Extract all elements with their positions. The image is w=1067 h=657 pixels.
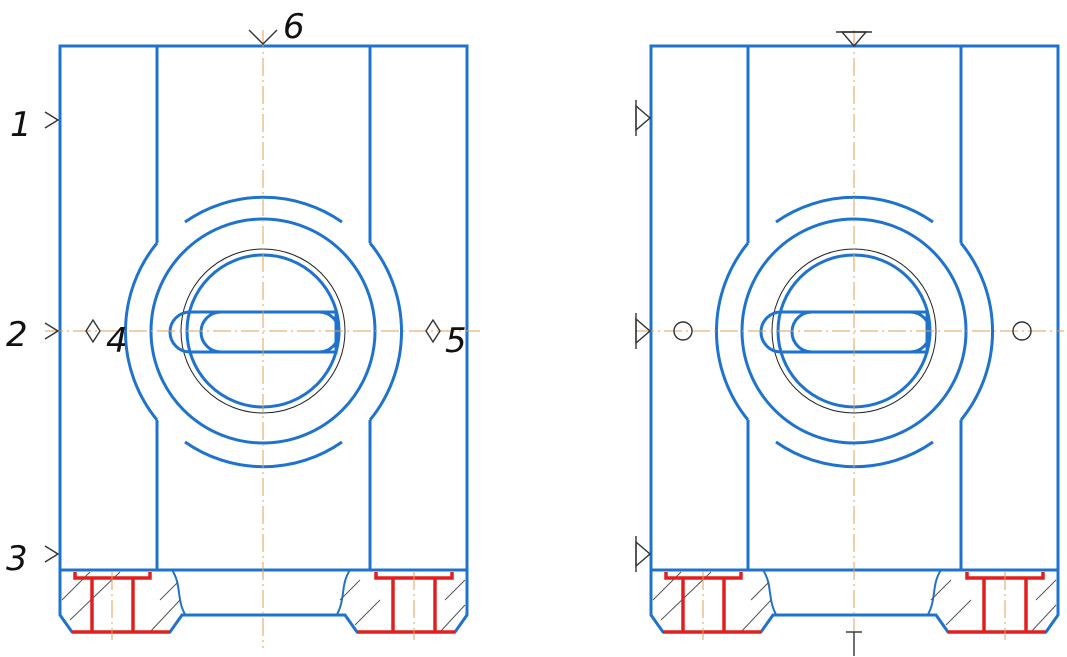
left-break-line-right (335, 569, 351, 617)
datum-diamond-icon (85, 318, 101, 344)
datum-chevron-icon (44, 111, 60, 129)
right-break-line-right (926, 569, 942, 617)
right-flange-outline (649, 570, 1060, 634)
datum-label-3: 3 (6, 539, 28, 579)
locating-circle-icon (673, 321, 693, 341)
datum-diamond-icon (425, 318, 441, 344)
right-boss-outer-arc-left (714, 242, 750, 421)
right-break-line-left (762, 569, 778, 617)
right-thread-arc-top (775, 195, 934, 224)
left-fastener-right (357, 572, 455, 634)
right-slot-outer (759, 310, 929, 354)
right-fastener-right (948, 572, 1046, 634)
datum-chevron-icon (44, 322, 60, 340)
left-slot-outer (168, 310, 338, 354)
datum-label-6: 6 (283, 7, 305, 47)
left-slot (199, 310, 341, 354)
left-boss-outer-arc-right (368, 242, 404, 421)
left-break-line-left (171, 569, 187, 617)
datum-label-2: 2 (6, 315, 28, 355)
left-hatching (61, 571, 466, 633)
left-flange-outline (58, 570, 469, 634)
left-fastener-left (72, 572, 170, 634)
right-slot (790, 310, 932, 354)
datum-chevron-icon (44, 545, 60, 563)
left-thread-arc-top (184, 195, 343, 224)
datum-label-5: 5 (445, 321, 467, 361)
right-hatching (652, 571, 1057, 633)
support-triangle-icon (635, 104, 652, 132)
datum-label-4: 4 (106, 321, 128, 361)
right-fastener-left (663, 572, 761, 634)
support-triangle-icon (635, 540, 652, 568)
datum-label-1: 1 (10, 105, 32, 145)
locating-circle-icon (1012, 321, 1032, 341)
datum-chevron-icon (248, 29, 278, 45)
right-view (635, 30, 1064, 656)
left-boss-outer-arc-left (123, 242, 159, 421)
left-view: 1 2 3 4 5 6 (6, 7, 480, 648)
right-boss-outer-arc-right (959, 242, 995, 421)
